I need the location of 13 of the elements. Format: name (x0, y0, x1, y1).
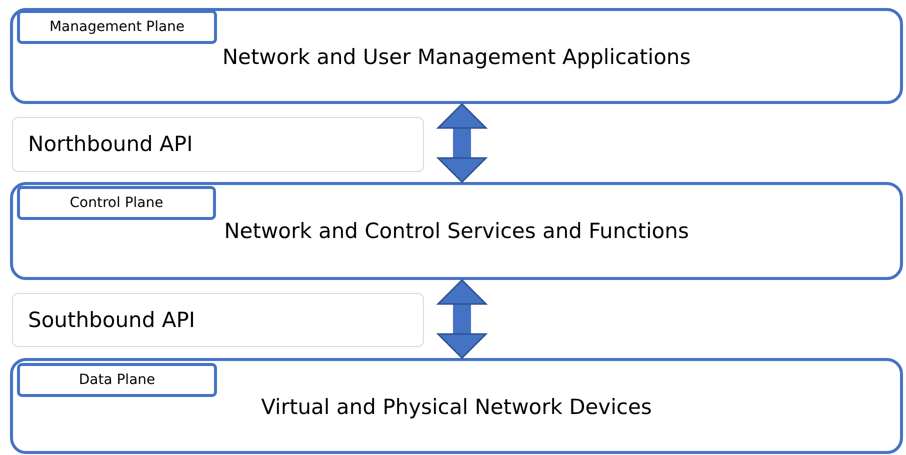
double-arrow (437, 279, 487, 359)
layer-box (10, 8, 903, 104)
api-band: Northbound API (12, 117, 424, 172)
double-arrow (437, 103, 487, 183)
layer-box (10, 182, 903, 280)
layer-tag: Management Plane (17, 10, 217, 44)
layer-tag: Control Plane (17, 186, 216, 220)
layer-title: Network and Control Services and Functions (223, 219, 690, 243)
layer-box (10, 358, 903, 454)
api-band: Southbound API (12, 293, 424, 347)
layer-tag: Data Plane (17, 363, 217, 397)
layer-title: Virtual and Physical Network Devices (260, 395, 653, 419)
layer-title: Network and User Management Applications (221, 45, 692, 69)
